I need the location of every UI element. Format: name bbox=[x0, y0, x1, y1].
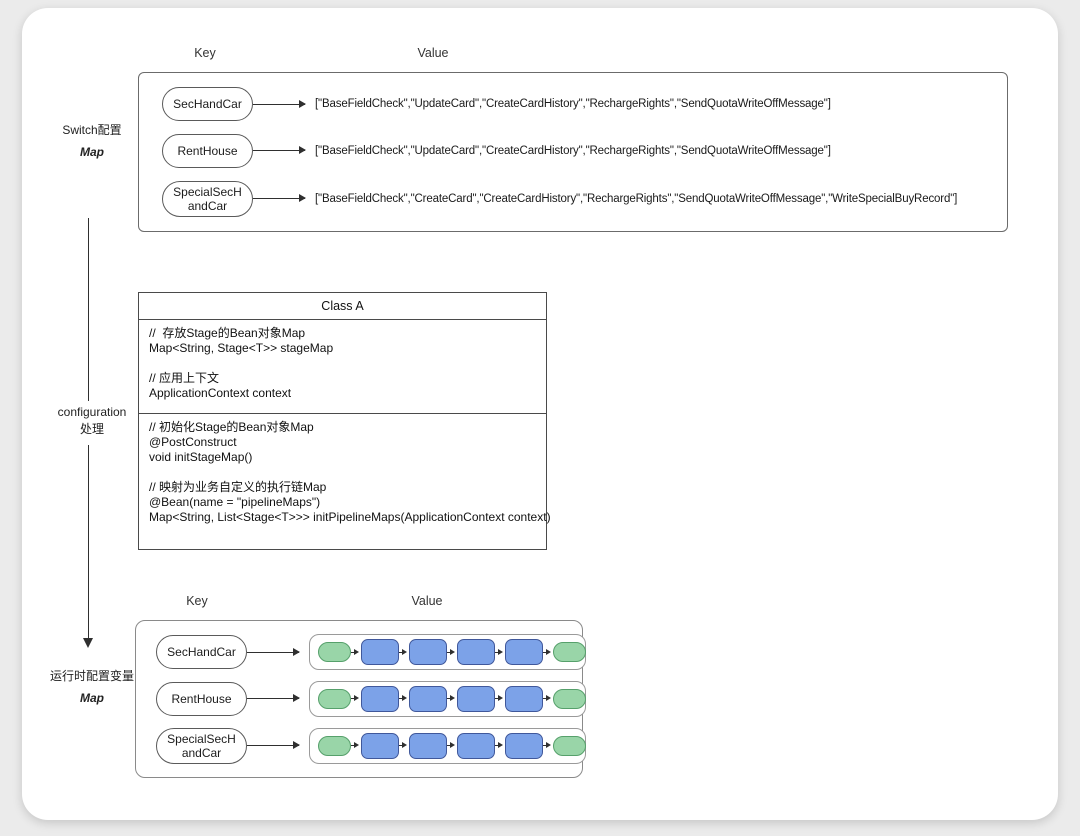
flow-line-lower bbox=[88, 445, 89, 638]
stage-node-green bbox=[318, 735, 351, 756]
arrow-right-icon bbox=[247, 647, 300, 656]
stage-node-blue bbox=[361, 685, 399, 712]
stage-node-green bbox=[553, 688, 586, 709]
class-field-line bbox=[149, 356, 536, 371]
runtime-entry-row: SecHandCar bbox=[136, 634, 586, 671]
arrow-right-icon bbox=[399, 648, 407, 655]
arrow-right-icon bbox=[253, 99, 306, 108]
stage-node-green bbox=[318, 688, 351, 709]
stage-node-green bbox=[553, 735, 586, 756]
arrow-right-icon bbox=[543, 742, 551, 749]
key-pill: SecHandCar bbox=[156, 635, 247, 670]
class-method-line: void initStageMap() bbox=[149, 450, 253, 464]
diagram-card: Key Value Switch配置 Map SecHandCar ["BaseF… bbox=[22, 8, 1058, 820]
stage-node-blue bbox=[457, 732, 495, 759]
pipeline-chain-box bbox=[309, 634, 586, 671]
stage-node-blue bbox=[505, 639, 543, 666]
stage-node-blue bbox=[505, 732, 543, 759]
configuration-label-line1: configuration bbox=[57, 405, 127, 419]
arrow-right-icon bbox=[351, 742, 359, 749]
arrow-right-icon bbox=[495, 695, 503, 702]
value-text: ["BaseFieldCheck","UpdateCard","CreateCa… bbox=[315, 144, 831, 157]
top-key-header: Key bbox=[194, 46, 216, 60]
class-method-line: @Bean(name = "pipelineMaps") bbox=[149, 495, 321, 509]
runtime-entry-row: RentHouse bbox=[136, 680, 586, 717]
stage-node-green bbox=[318, 642, 351, 663]
stage-node-green bbox=[553, 642, 586, 663]
switch-map-box: SecHandCar ["BaseFieldCheck","UpdateCard"… bbox=[138, 72, 1008, 232]
key-pill: RentHouse bbox=[156, 681, 247, 716]
stage-node-blue bbox=[409, 685, 447, 712]
arrow-right-icon bbox=[399, 742, 407, 749]
runtime-map-label: 运行时配置变量 Map bbox=[37, 668, 147, 707]
map-entry-row: RentHouse ["BaseFieldCheck","UpdateCard",… bbox=[139, 133, 1007, 168]
arrow-right-icon bbox=[253, 146, 306, 155]
arrow-right-icon bbox=[447, 695, 455, 702]
switch-map-type-text: Map bbox=[80, 145, 104, 159]
class-field-line: // 存放Stage的Bean对象Map bbox=[149, 326, 306, 340]
class-method-line bbox=[149, 465, 536, 480]
value-text: ["BaseFieldCheck","UpdateCard","CreateCa… bbox=[315, 98, 831, 111]
stage-node-blue bbox=[409, 639, 447, 666]
configuration-label: configuration 处理 bbox=[37, 404, 147, 438]
class-field-line: ApplicationContext context bbox=[149, 386, 292, 400]
arrow-right-icon bbox=[351, 648, 359, 655]
configuration-label-line2: 处理 bbox=[79, 422, 104, 436]
class-method-line: // 映射为业务自定义的执行链Map bbox=[149, 480, 327, 494]
stage-node-blue bbox=[361, 732, 399, 759]
arrow-right-icon bbox=[247, 694, 300, 703]
map-entry-row: SecHandCar ["BaseFieldCheck","UpdateCard"… bbox=[139, 87, 1007, 122]
key-pill: SpecialSecH andCar bbox=[156, 727, 247, 764]
class-a-title: Class A bbox=[139, 293, 546, 320]
runtime-entry-row: SpecialSecH andCar bbox=[136, 727, 586, 764]
class-method-line: @PostConstruct bbox=[149, 435, 237, 449]
pipeline-chain-box bbox=[309, 680, 586, 717]
flow-line-upper bbox=[88, 218, 89, 401]
arrow-right-icon bbox=[247, 741, 300, 750]
stage-node-blue bbox=[409, 732, 447, 759]
stage-node-blue bbox=[505, 685, 543, 712]
arrow-right-icon bbox=[495, 742, 503, 749]
bottom-value-header: Value bbox=[411, 594, 443, 608]
runtime-map-type-text: Map bbox=[80, 691, 104, 705]
arrow-right-icon bbox=[447, 742, 455, 749]
arrow-right-icon bbox=[495, 648, 503, 655]
class-method-line: Map<String, List<Stage<T>>> initPipeline… bbox=[149, 510, 551, 524]
runtime-map-label-text: 运行时配置变量 bbox=[49, 669, 134, 683]
arrow-right-icon bbox=[543, 695, 551, 702]
class-field-line: // 应用上下文 bbox=[149, 371, 220, 385]
map-entry-row: SpecialSecH andCar ["BaseFieldCheck","Cre… bbox=[139, 180, 1007, 217]
arrow-right-icon bbox=[447, 648, 455, 655]
value-text: ["BaseFieldCheck","CreateCard","CreateCa… bbox=[315, 192, 958, 205]
class-method-line: // 初始化Stage的Bean对象Map bbox=[149, 420, 314, 434]
stage-node-blue bbox=[457, 685, 495, 712]
key-pill: SpecialSecH andCar bbox=[162, 180, 253, 217]
switch-map-label: Switch配置 Map bbox=[37, 122, 147, 161]
pipeline-chain-box bbox=[309, 727, 586, 764]
switch-map-label-text: Switch配置 bbox=[62, 123, 122, 137]
stage-node-blue bbox=[457, 639, 495, 666]
arrow-right-icon bbox=[253, 194, 306, 203]
key-pill: SecHandCar bbox=[162, 87, 253, 122]
class-field-line: Map<String, Stage<T>> stageMap bbox=[149, 341, 334, 355]
top-value-header: Value bbox=[417, 46, 449, 60]
arrow-right-icon bbox=[399, 695, 407, 702]
key-pill: RentHouse bbox=[162, 133, 253, 168]
arrow-right-icon bbox=[351, 695, 359, 702]
arrow-right-icon bbox=[543, 648, 551, 655]
bottom-key-header: Key bbox=[186, 594, 208, 608]
stage-node-blue bbox=[361, 639, 399, 666]
flow-arrowhead-icon bbox=[83, 638, 93, 648]
